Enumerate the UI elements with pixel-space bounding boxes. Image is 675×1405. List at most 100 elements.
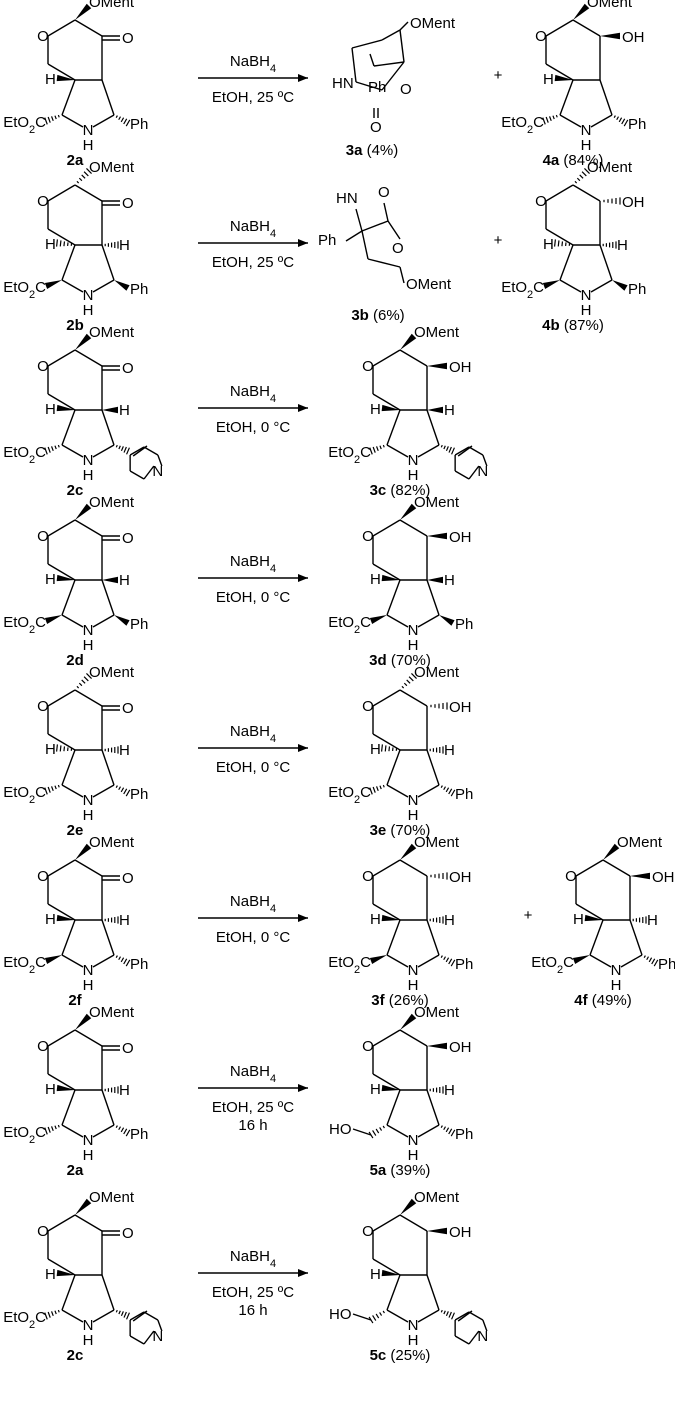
- yield-label: (49%): [588, 992, 632, 1009]
- compound-label-group: 2c: [67, 482, 84, 499]
- pyridine-ring: [454, 445, 488, 480]
- ring-h-right: H: [444, 912, 455, 929]
- hash-line: [381, 744, 383, 752]
- wedge-aryl: [612, 280, 628, 291]
- alkoxy-label: OMent: [587, 159, 633, 176]
- hash-line: [382, 1125, 385, 1129]
- pyridine-ring: [129, 445, 163, 480]
- pyridine-bond: [454, 470, 470, 480]
- hash-line: [372, 786, 376, 793]
- hash-line: [57, 114, 60, 118]
- yield-label: (39%): [386, 1162, 430, 1179]
- ring-oxygen-label: O: [362, 1223, 374, 1240]
- amine-h-label: H: [83, 302, 94, 319]
- phenyl-label: Ph: [130, 281, 148, 298]
- bond-c3-c4a: [47, 393, 76, 411]
- amine-h-label: H: [408, 1147, 419, 1164]
- hash-line: [81, 174, 86, 179]
- hash-line: [557, 240, 560, 247]
- amine-h-label: H: [408, 977, 419, 994]
- bond-n6-c7: [417, 614, 440, 628]
- bond-c5-n6: [61, 114, 84, 128]
- ring-h-right: H: [119, 402, 130, 419]
- hash-line: [443, 1310, 446, 1315]
- ring-h-right: H: [647, 912, 658, 929]
- hashed-ch2: [368, 1310, 385, 1324]
- alkoxy-label: OMent: [587, 0, 633, 11]
- ester-label: EtO2C: [531, 954, 574, 976]
- hash-line: [59, 240, 62, 247]
- bond-c8-c1: [602, 859, 631, 877]
- hash-line: [440, 444, 443, 448]
- wedge-h-left: [381, 574, 400, 582]
- carbonyl-label: O: [122, 530, 134, 547]
- bond-c1-o2: [47, 19, 76, 37]
- hash-line: [451, 447, 455, 455]
- hashed-aryl: [440, 785, 456, 797]
- pyridine-bond: [129, 1311, 145, 1321]
- wedge-alkoxy: [603, 843, 620, 860]
- hash-line: [379, 785, 382, 790]
- wedge-hydroxyl: [427, 1042, 447, 1050]
- bond-c8-c1: [572, 19, 601, 37]
- hash-line: [115, 955, 118, 958]
- compound-label-group: 2d: [66, 652, 84, 669]
- compound-label-group: 3c (82%): [370, 482, 431, 499]
- compound-label-group: 5c (25%): [370, 1347, 431, 1364]
- hashed-ester: [44, 114, 60, 125]
- ester-label: EtO2C: [3, 279, 46, 301]
- wedge-aryl: [114, 280, 130, 291]
- hash-line: [120, 446, 124, 452]
- amine-label: HN: [336, 190, 358, 207]
- hash-line: [443, 1126, 447, 1131]
- hash-line: [123, 788, 128, 795]
- bond-c1-o2: [372, 1214, 401, 1232]
- alkoxy-label: OMent: [89, 494, 135, 511]
- plus-sign: +: [524, 907, 533, 924]
- pyridine-n-label: N: [152, 1328, 163, 1345]
- amine-h-label: H: [83, 467, 94, 484]
- hash-line: [401, 685, 405, 689]
- bond-c8-c1: [399, 1029, 428, 1047]
- pyridine-bond: [157, 1319, 163, 1332]
- compound-label-group: 5a (39%): [370, 1162, 431, 1179]
- wedge-hydroxyl: [427, 532, 447, 540]
- hash-line: [643, 955, 646, 958]
- bond-c5-n6: [61, 279, 84, 293]
- hashed-hydroxyl: [430, 702, 448, 710]
- hash-line: [443, 786, 447, 791]
- hash-line: [115, 444, 118, 448]
- reagent-label: NaBH4: [230, 1063, 276, 1085]
- hash-line: [123, 1128, 128, 1135]
- bond-c5-n6: [559, 279, 582, 293]
- phenyl-label: Ph: [130, 786, 148, 803]
- pyridine-bond: [468, 1330, 480, 1345]
- hashed-ch2: [368, 1125, 385, 1139]
- hash-line: [120, 1127, 125, 1133]
- hash-line: [379, 1127, 383, 1131]
- bond-c3-c4a: [372, 733, 401, 751]
- hash-line: [50, 1311, 54, 1317]
- wedge-alkoxy: [400, 333, 417, 350]
- bond-c3-c4a: [47, 733, 76, 751]
- hash-line: [125, 119, 131, 127]
- hash-line: [618, 117, 623, 123]
- compound-label-group: 2b: [66, 317, 84, 334]
- bond-c7-c7a: [101, 1274, 115, 1311]
- bond-c3-c4a: [47, 563, 76, 581]
- amine-n-label: N: [83, 1132, 94, 1149]
- amine-h-label: H: [83, 137, 94, 154]
- bond-c8-c1: [74, 519, 103, 537]
- ring-oxygen-label: O: [37, 868, 49, 885]
- bond-c8-c1: [74, 689, 103, 707]
- bond-n6-c7: [590, 279, 613, 293]
- bond-c5-n6: [386, 1124, 409, 1138]
- amine-h-label: H: [83, 1332, 94, 1349]
- pyridine-bond: [454, 446, 470, 456]
- bond-c3-c4a: [47, 63, 76, 81]
- wedge-h-left: [56, 1084, 75, 1092]
- hashed-aryl: [643, 955, 659, 967]
- hash-line: [120, 117, 125, 123]
- ring-h-left: H: [370, 911, 381, 928]
- hash-line: [579, 174, 584, 179]
